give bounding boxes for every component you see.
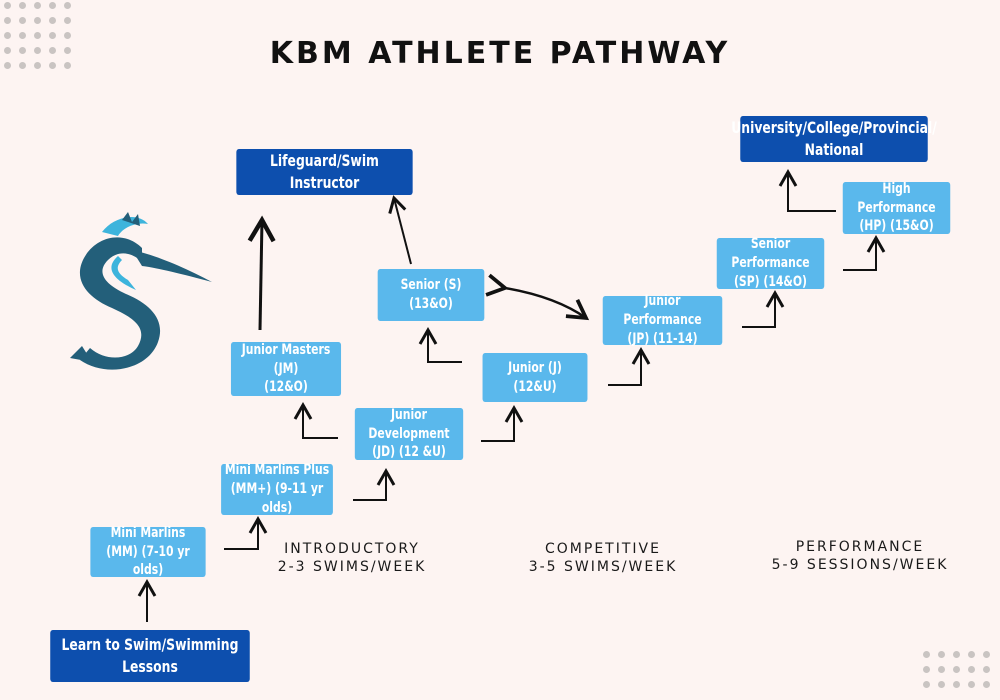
box-junior-performance: Junior Performance(JP) (11-14) bbox=[602, 293, 723, 347]
box-junior: Junior (J) (12&U) bbox=[482, 353, 588, 402]
arrow-sp-to-hp bbox=[843, 234, 886, 271]
level-introductory: INTRODUCTORY 2-3 SWIMS/WEEK bbox=[277, 541, 427, 576]
arrow-senior-to-lifeguard bbox=[388, 195, 412, 265]
arrow-mm-to-mmplus bbox=[224, 515, 268, 550]
box-high-performance: High Performance(HP) (15&O) bbox=[842, 181, 951, 234]
arrow-mmplus-to-jd bbox=[353, 467, 396, 501]
box-senior: Senior (S)(13&O) bbox=[377, 269, 485, 321]
box-mini-marlins-plus: Mini Marlins Plus(MM+) (9-11 yr olds) bbox=[221, 462, 333, 516]
box-mini-marlins: Mini Marlins(MM) (7-10 yr olds) bbox=[90, 525, 206, 578]
box-university: University/College/Provincial/National bbox=[731, 116, 937, 162]
arrow-jd-to-junior bbox=[481, 404, 524, 442]
arrow-junior-to-jp bbox=[608, 346, 651, 386]
level-competitive: COMPETITIVE 3-5 SWIMS/WEEK bbox=[528, 541, 678, 576]
arrow-senior-jp-bidirectional bbox=[485, 273, 590, 321]
box-senior-performance: Senior Performance(SP) (14&O) bbox=[716, 236, 825, 290]
box-junior-masters: Junior Masters (JM)(12&O) bbox=[230, 342, 342, 396]
page-title: KBM ATHLETE PATHWAY bbox=[269, 36, 731, 71]
arrow-hp-to-university bbox=[778, 168, 836, 212]
arrow-jm-to-lifeguard bbox=[247, 215, 276, 331]
decorative-dots-bottom-right bbox=[923, 651, 990, 688]
marlin-logo-icon bbox=[70, 212, 212, 370]
box-lifeguard: Lifeguard/Swim Instructor bbox=[236, 149, 413, 195]
level-performance: PERFORMANCE 5-9 SESSIONS/WEEK bbox=[771, 539, 949, 574]
box-junior-development: Junior Development(JD) (12 &U) bbox=[354, 407, 464, 460]
decorative-dots-top-left bbox=[4, 2, 71, 69]
arrow-jp-to-sp bbox=[742, 289, 785, 328]
arrow-jd-to-jm bbox=[293, 401, 338, 439]
arrow-junior-to-senior bbox=[418, 326, 462, 363]
